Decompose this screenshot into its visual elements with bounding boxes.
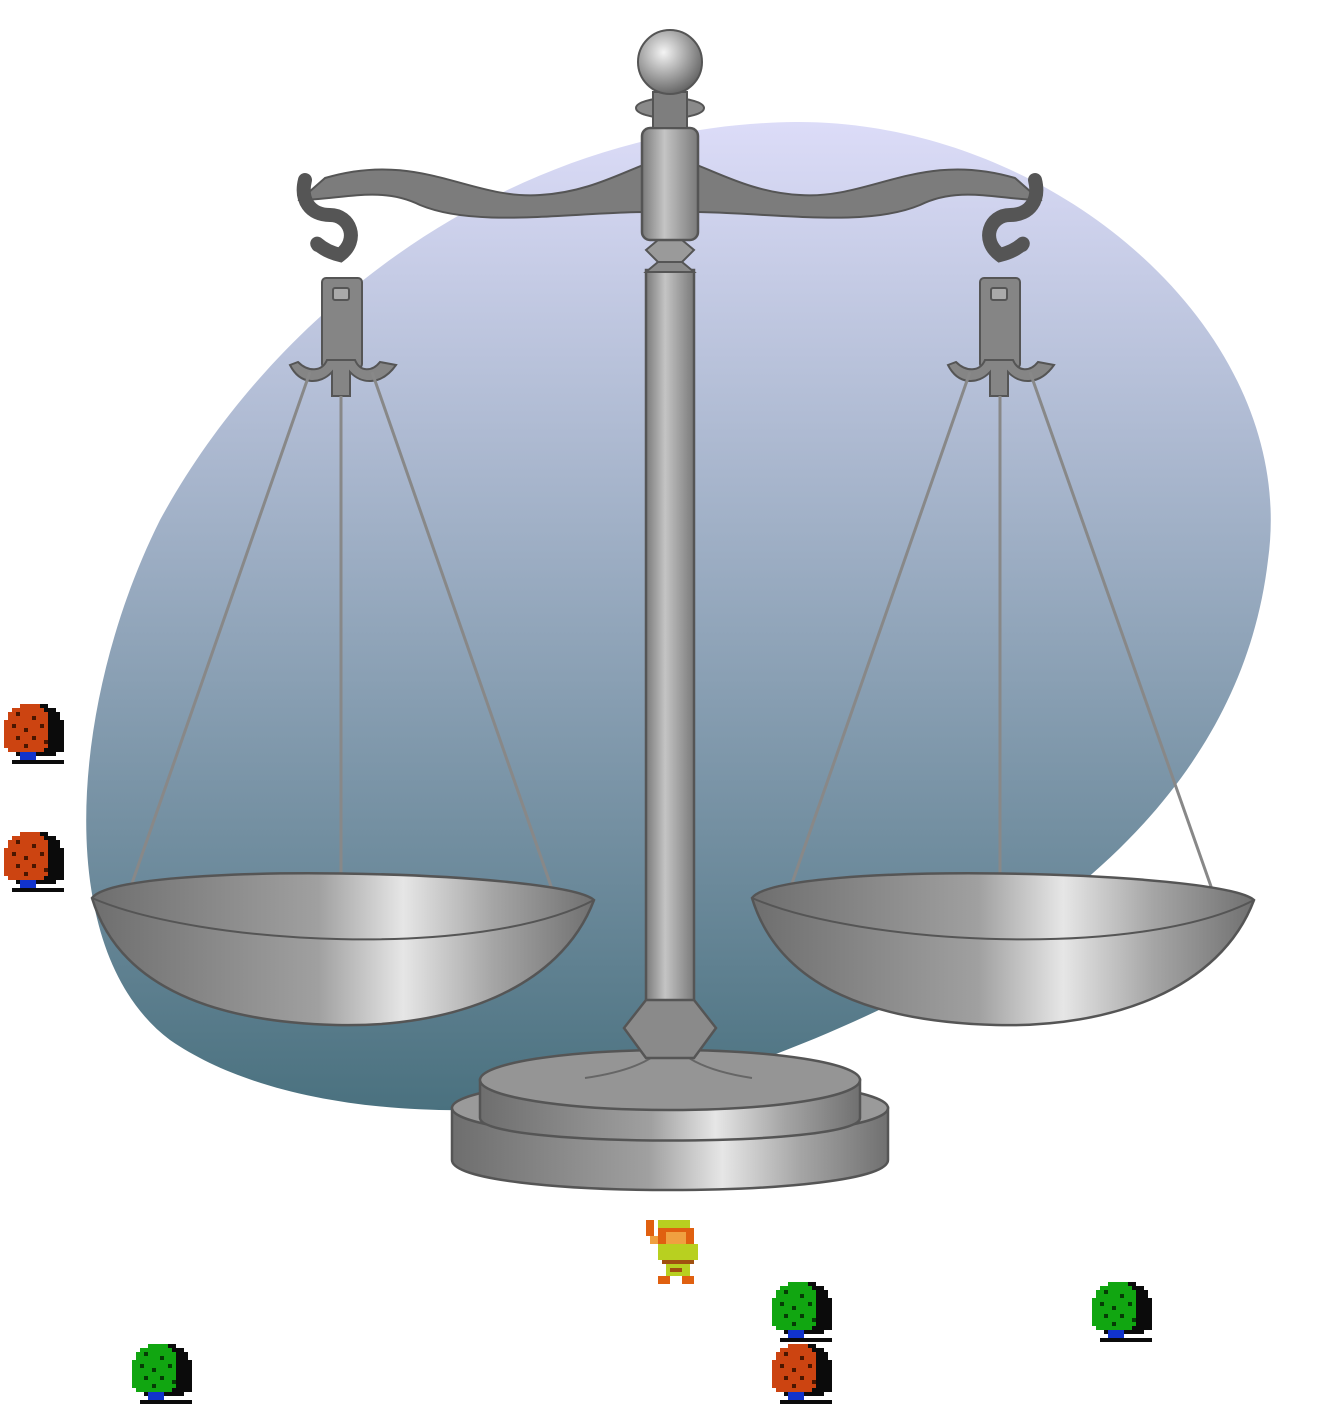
tree-green-sprite (768, 1278, 832, 1342)
tree-orange-sprite (0, 828, 64, 892)
tree-green-sprite (128, 1340, 192, 1404)
pole-finial-ball (637, 29, 703, 95)
scale-pole (622, 91, 718, 1060)
pan-strings (120, 371, 1222, 950)
right-pan (750, 872, 1256, 1027)
hero-sprite[interactable] (642, 1220, 706, 1284)
right-hanger (946, 277, 1056, 397)
tree-orange-sprite (0, 700, 64, 764)
tree-orange-sprite (768, 1340, 832, 1404)
left-hanger (288, 277, 398, 397)
scale-base (450, 1038, 890, 1192)
left-pan (90, 872, 596, 1027)
tree-green-sprite (1088, 1278, 1152, 1342)
